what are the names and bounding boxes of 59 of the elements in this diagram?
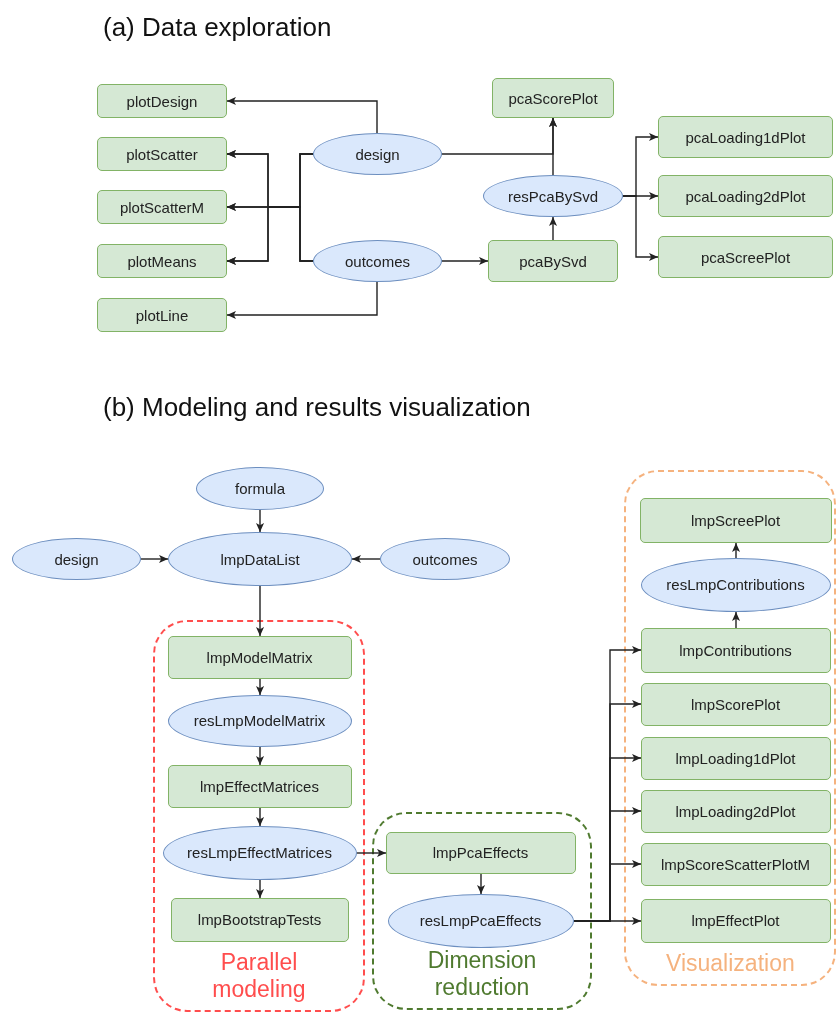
arrow [351, 554, 381, 564]
dashed-group-frame [624, 470, 836, 986]
process-box: lmpContributions [640, 627, 831, 673]
process-box: plotDesign [97, 84, 227, 118]
arrow [622, 195, 659, 262]
process-box: plotLine [97, 298, 227, 332]
group-label: Dimension reduction [426, 946, 538, 1002]
arrow [255, 585, 265, 637]
data-ellipse: design [12, 538, 141, 580]
process-box: plotScatter [97, 137, 227, 171]
group-label: Visualization [666, 950, 794, 978]
section-heading: (a) Data exploration [103, 12, 332, 43]
data-ellipse: resLmpEffectMatrices [162, 825, 357, 880]
dashed-group-frame [372, 812, 592, 1010]
data-ellipse: design [313, 133, 442, 175]
arrow [255, 807, 265, 827]
arrow [226, 281, 378, 320]
process-box: pcaLoading1dPlot [658, 116, 833, 158]
process-box: pcaBySvd [488, 240, 618, 282]
arrow [226, 96, 378, 134]
process-box: lmpModelMatrix [167, 635, 352, 679]
arrow [731, 542, 741, 559]
process-box: lmpEffectMatrices [167, 764, 352, 808]
arrow [573, 916, 642, 926]
arrow [255, 879, 265, 899]
arrow [255, 678, 265, 696]
process-box: pcaLoading2dPlot [658, 175, 833, 217]
group-label: Parallel modeling [211, 948, 307, 1004]
process-box: lmpLoading1dPlot [640, 736, 831, 780]
arrow [140, 554, 169, 564]
section-heading: (b) Modeling and results visualization [103, 392, 531, 423]
data-ellipse: resLmpModelMatrix [167, 694, 352, 747]
process-box: lmpScorePlot [640, 682, 831, 726]
process-box: lmpBootstrapTests [170, 897, 349, 942]
arrow [548, 117, 558, 176]
data-ellipse: lmpDataList [168, 532, 352, 586]
arrow [441, 256, 489, 266]
arrow [356, 848, 387, 858]
process-box: plotScatterM [97, 190, 227, 224]
data-ellipse: outcomes [313, 240, 442, 282]
data-ellipse: outcomes [380, 538, 510, 580]
arrow [255, 746, 265, 766]
data-ellipse: resLmpContributions [640, 557, 831, 612]
process-box: lmpPcaEffects [385, 831, 576, 874]
arrow [255, 509, 265, 533]
process-box: plotMeans [97, 244, 227, 278]
process-box: lmpScoreScatterPlotM [640, 842, 831, 886]
process-box: lmpScreePlot [639, 497, 832, 543]
dashed-group-frame [153, 620, 365, 1012]
data-ellipse: resLmpPcaEffects [387, 893, 574, 948]
process-box: pcaScorePlot [492, 78, 614, 118]
data-ellipse: resPcaBySvd [483, 175, 623, 217]
arrow [476, 873, 486, 895]
arrow [731, 611, 741, 629]
process-box: lmpLoading2dPlot [640, 789, 831, 833]
data-ellipse: formula [196, 467, 324, 510]
process-box: pcaScreePlot [658, 236, 833, 278]
arrow [548, 216, 558, 241]
process-box: lmpEffectPlot [640, 898, 831, 943]
